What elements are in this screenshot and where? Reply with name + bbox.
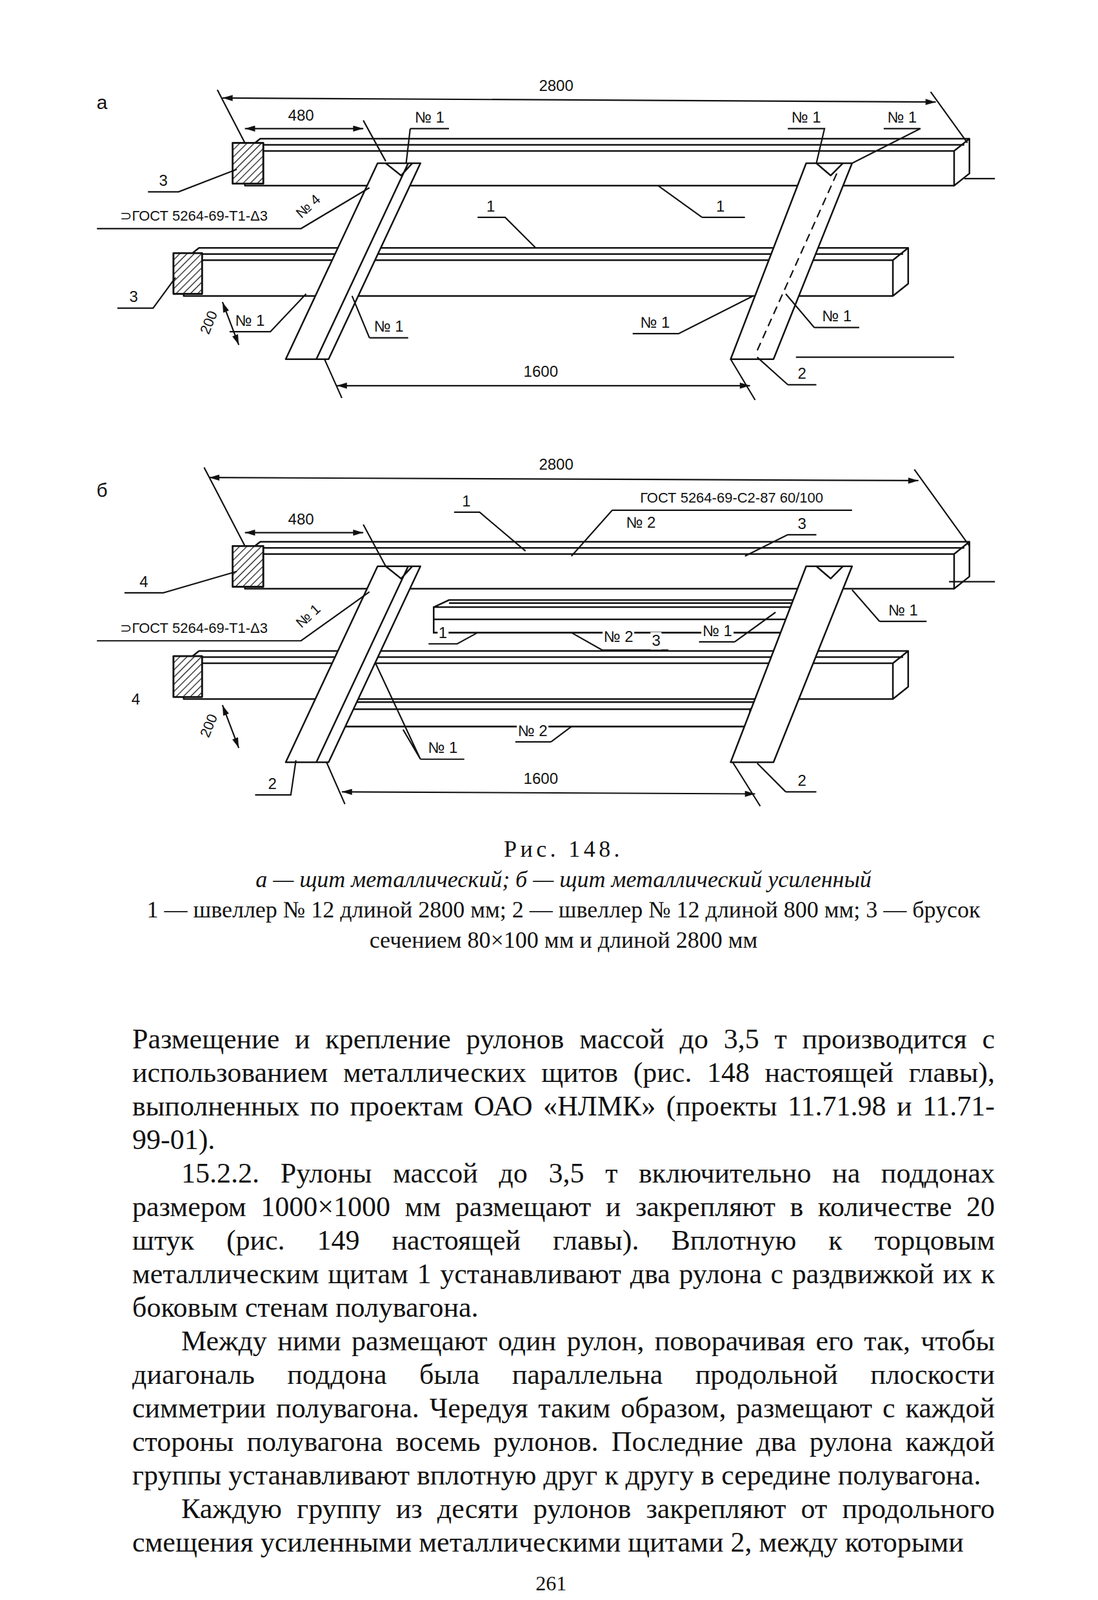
cross-channel — [285, 163, 421, 360]
weld-callout: № 2 — [602, 628, 635, 646]
part-number: 1 — [460, 492, 472, 510]
panel-letter: б — [95, 479, 110, 501]
dimension-line — [341, 791, 756, 794]
dimension-line — [245, 532, 364, 534]
weld-callout: № 2 — [625, 514, 658, 531]
weld-note: ГОСТ 5264-69-С2-87 60/100 — [638, 490, 825, 506]
weld-callout: № 2 — [516, 721, 549, 739]
part-number: 2 — [267, 775, 279, 793]
dimension: 480 — [287, 106, 316, 124]
part-number: 4 — [138, 572, 150, 590]
weld-callout: № 1 — [413, 109, 446, 126]
figure-caption: Рис. 148.а — щит металлический; б — щит … — [132, 834, 995, 956]
part-number: 1 — [714, 197, 726, 215]
shield-frame — [173, 138, 970, 360]
part-number: 3 — [650, 632, 662, 649]
weld-callout: № 4 — [292, 190, 325, 222]
dimension: 200 — [196, 307, 222, 338]
weld-callout: № 1 — [790, 109, 823, 126]
extension-line — [217, 89, 968, 400]
dimension: 200 — [196, 710, 222, 741]
weld-callout: № 1 — [820, 307, 853, 325]
dimension-line — [245, 127, 364, 130]
dimension-line — [222, 98, 937, 102]
paragraph: 15.2.2. Рулоны массой до 3,5 т включител… — [132, 1156, 995, 1325]
figure-title: Рис. 148. — [132, 834, 995, 865]
weld-note: ⊃ГОСТ 5264-69-Т1-Δ3 — [118, 620, 270, 637]
weld-callout: № 1 — [372, 318, 406, 335]
panel-letter: а — [95, 91, 110, 113]
weld-callout: № 1 — [885, 109, 919, 126]
dimension-line — [209, 477, 919, 481]
bar-end-hatch — [232, 142, 264, 184]
dimension-line — [336, 385, 751, 387]
upper-beam — [245, 138, 970, 186]
extension-line — [203, 467, 969, 806]
dimension: 2800 — [537, 455, 575, 473]
weld-callout: № 1 — [427, 739, 460, 757]
part-number: 2 — [796, 772, 808, 789]
part-number: 4 — [130, 690, 142, 708]
caption-line: а — щит металлический; б — щит металличе… — [132, 864, 995, 895]
dimension: 1600 — [522, 363, 560, 380]
bar-end-hatch — [173, 252, 202, 294]
cross-channel — [730, 163, 853, 360]
weld-callout: № 1 — [639, 314, 672, 331]
body-text: Размещение и крепление рулонов массой до… — [132, 1022, 995, 1560]
part-number: 3 — [796, 514, 808, 532]
weld-callout: № 1 — [234, 311, 267, 329]
bar-end — [173, 252, 202, 294]
dimension: 1600 — [522, 770, 560, 788]
upper-beam-edge — [259, 143, 964, 146]
paragraph: Между ними размещают один рулон, поворач… — [132, 1324, 995, 1493]
dimension: 2800 — [537, 77, 575, 95]
dimension-line — [222, 705, 239, 748]
weld-callout: № 1 — [887, 601, 920, 619]
shield-frame — [173, 541, 970, 763]
middle-channel-edge — [433, 603, 827, 620]
fig-a-lines — [96, 89, 995, 400]
paragraph: Размещение и крепление рулонов массой до… — [132, 1022, 995, 1157]
part-number: 1 — [437, 623, 449, 641]
bar-end — [232, 142, 264, 184]
weld-callout: № 1 — [292, 600, 325, 633]
paragraph: Каждую группу из десяти рулонов закрепля… — [132, 1492, 995, 1560]
leader-line — [96, 128, 995, 385]
leader-line — [96, 510, 995, 795]
part-number: 2 — [796, 365, 808, 382]
weld-note: ⊃ГОСТ 5264-69-Т1-Δ3 — [118, 208, 270, 224]
dimension: 480 — [287, 510, 316, 528]
part-number: 3 — [128, 288, 140, 306]
page-number: 261 — [534, 1572, 568, 1595]
part-number: 1 — [485, 197, 497, 215]
part-number: 3 — [157, 172, 169, 190]
fig-b-lines — [96, 467, 995, 806]
weld-callout: № 1 — [701, 621, 734, 639]
channel-edge — [316, 163, 413, 360]
channel-edge — [816, 163, 843, 176]
caption-line: 1 — швеллер № 12 длиной 2800 мм; 2 — шве… — [132, 894, 995, 956]
